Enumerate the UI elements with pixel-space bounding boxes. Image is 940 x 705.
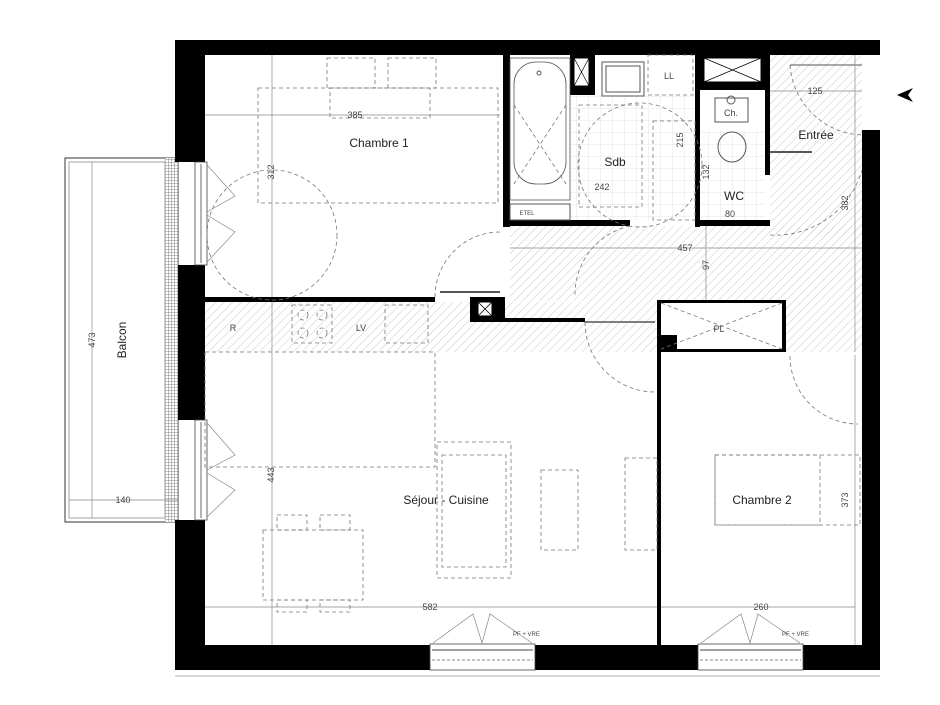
dim-corridor-width: 457: [677, 243, 692, 253]
room-label-etel: ETEL: [519, 211, 535, 217]
window-sejour-bottom[interactable]: PF + VRE: [429, 613, 540, 671]
label-r: R: [230, 323, 237, 333]
exterior-walls: [175, 40, 880, 677]
dim-wc-depth: 132: [701, 164, 711, 179]
room-label-sdb: Sdb: [604, 155, 626, 169]
window-label: PF + VRE: [782, 632, 809, 638]
dim-corridor-depth: 97: [701, 260, 711, 270]
dim-balcon-width: 140: [115, 495, 130, 505]
room-label-sejour: Séjour - Cuisine: [403, 493, 489, 507]
dim-sdb-depth: 215: [675, 132, 685, 147]
corridor2-hatch: [585, 300, 657, 352]
room-label-entree: Entrée: [798, 128, 834, 142]
window-sejour-left[interactable]: [194, 419, 236, 521]
window-chambre1[interactable]: [194, 161, 236, 266]
room-label-chambre2: Chambre 2: [732, 493, 792, 507]
dim-balcon-length: 473: [87, 332, 97, 347]
corridor3-hatch: [785, 300, 862, 352]
window-chambre2-bottom[interactable]: PF + VRE: [697, 613, 809, 671]
label-lv: LV: [356, 323, 366, 333]
arrow-left-icon: [897, 88, 913, 102]
dimension-labels: 385 312 125 215 132 242 80 457 97 382 47…: [87, 86, 850, 612]
dim-sdb-width: 242: [594, 182, 609, 192]
wc-tiles: [700, 130, 765, 220]
label-pl: PL: [713, 324, 724, 334]
dim-entree-width: 125: [807, 86, 822, 96]
room-label-ch: Ch.: [724, 108, 738, 118]
room-label-chambre1: Chambre 1: [349, 136, 409, 150]
dim-entree-depth: 382: [840, 195, 850, 210]
dim-ch1-depth: 312: [266, 164, 276, 179]
kitchen-hatch: [205, 302, 585, 352]
fixtures: [204, 54, 863, 613]
dim-wc-width: 80: [725, 209, 735, 219]
entree-hatch: [770, 55, 862, 235]
room-label-wc: WC: [724, 189, 744, 203]
dim-sejour-depth: 443: [266, 467, 276, 482]
dim-ch1-width: 385: [347, 110, 362, 120]
dim-ch2-width: 260: [753, 602, 768, 612]
dimension-lines: [69, 55, 862, 645]
room-label-balcon: Balcon: [115, 322, 129, 359]
room-label-ll: LL: [664, 71, 674, 81]
window-label: PF + VRE: [513, 632, 540, 638]
sdb-tiles: [570, 95, 695, 220]
dim-ch2-depth: 373: [840, 492, 850, 507]
corridor-hatch: [510, 226, 862, 301]
dim-sejour-width: 582: [422, 602, 437, 612]
